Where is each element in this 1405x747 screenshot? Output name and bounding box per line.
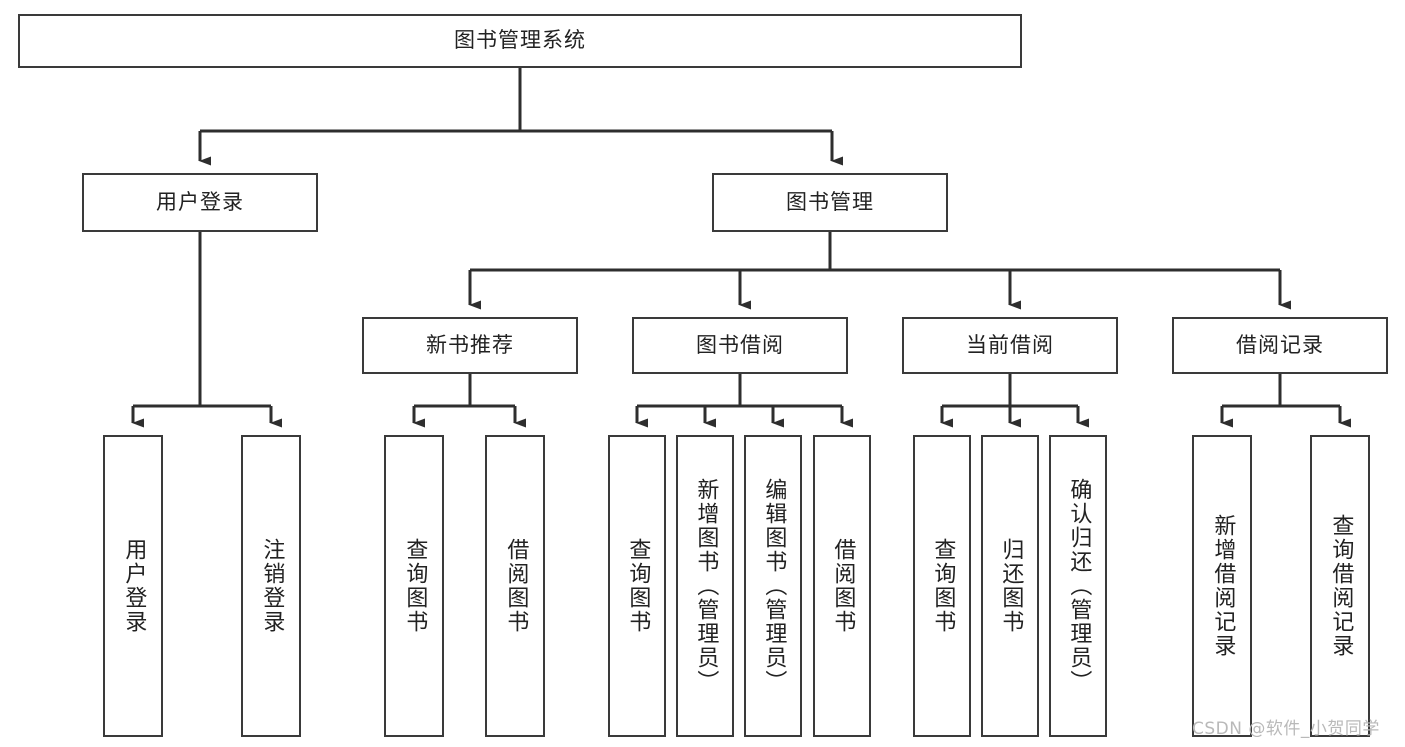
leaf-label: 编辑图书（管理员） xyxy=(761,478,787,694)
node-current-borrow[interactable]: 当前借阅 xyxy=(902,317,1118,374)
node-root[interactable]: 图书管理系统 xyxy=(18,14,1022,68)
node-user-login[interactable]: 用户登录 xyxy=(82,173,318,232)
leaf-new-book-query[interactable]: 查询图书 xyxy=(384,435,444,737)
leaf-current-borrow-query[interactable]: 查询图书 xyxy=(913,435,971,737)
leaf-user-login-login[interactable]: 用户登录 xyxy=(103,435,163,737)
node-book-borrow[interactable]: 图书借阅 xyxy=(632,317,848,374)
node-borrow-record[interactable]: 借阅记录 xyxy=(1172,317,1388,374)
node-new-book-recommend-label: 新书推荐 xyxy=(426,332,514,357)
watermark: CSDN @软件_小贺同学 xyxy=(1192,719,1380,739)
leaf-book-borrow-edit[interactable]: 编辑图书（管理员） xyxy=(744,435,802,737)
leaf-book-borrow-add[interactable]: 新增图书（管理员） xyxy=(676,435,734,737)
node-user-login-label: 用户登录 xyxy=(156,189,244,214)
leaf-book-borrow-query[interactable]: 查询图书 xyxy=(608,435,666,737)
leaf-borrow-record-add[interactable]: 新增借阅记录 xyxy=(1192,435,1252,737)
node-current-borrow-label: 当前借阅 xyxy=(966,332,1054,357)
leaf-label: 借阅图书 xyxy=(830,538,856,634)
leaf-user-login-logout[interactable]: 注销登录 xyxy=(241,435,301,737)
node-root-label: 图书管理系统 xyxy=(454,28,586,53)
leaf-current-borrow-return[interactable]: 归还图书 xyxy=(981,435,1039,737)
leaf-borrow-record-query[interactable]: 查询借阅记录 xyxy=(1310,435,1370,737)
leaf-label: 新增图书（管理员） xyxy=(693,478,719,694)
leaf-current-borrow-confirm-return[interactable]: 确认归还（管理员） xyxy=(1049,435,1107,737)
leaf-label: 借阅图书 xyxy=(503,538,529,634)
leaf-label: 注销登录 xyxy=(259,538,285,634)
node-borrow-record-label: 借阅记录 xyxy=(1236,332,1324,357)
node-book-management-label: 图书管理 xyxy=(786,189,874,214)
leaf-new-book-borrow[interactable]: 借阅图书 xyxy=(485,435,545,737)
leaf-label: 查询图书 xyxy=(930,538,956,634)
leaf-label: 确认归还（管理员） xyxy=(1066,478,1092,694)
leaf-label: 查询借阅记录 xyxy=(1328,514,1354,658)
leaf-label: 用户登录 xyxy=(121,538,147,634)
leaf-book-borrow-borrow[interactable]: 借阅图书 xyxy=(813,435,871,737)
leaf-label: 查询图书 xyxy=(402,538,428,634)
leaf-label: 新增借阅记录 xyxy=(1210,514,1236,658)
node-new-book-recommend[interactable]: 新书推荐 xyxy=(362,317,578,374)
leaf-label: 查询图书 xyxy=(625,538,651,634)
leaf-label: 归还图书 xyxy=(998,538,1024,634)
node-book-management[interactable]: 图书管理 xyxy=(712,173,948,232)
node-book-borrow-label: 图书借阅 xyxy=(696,332,784,357)
